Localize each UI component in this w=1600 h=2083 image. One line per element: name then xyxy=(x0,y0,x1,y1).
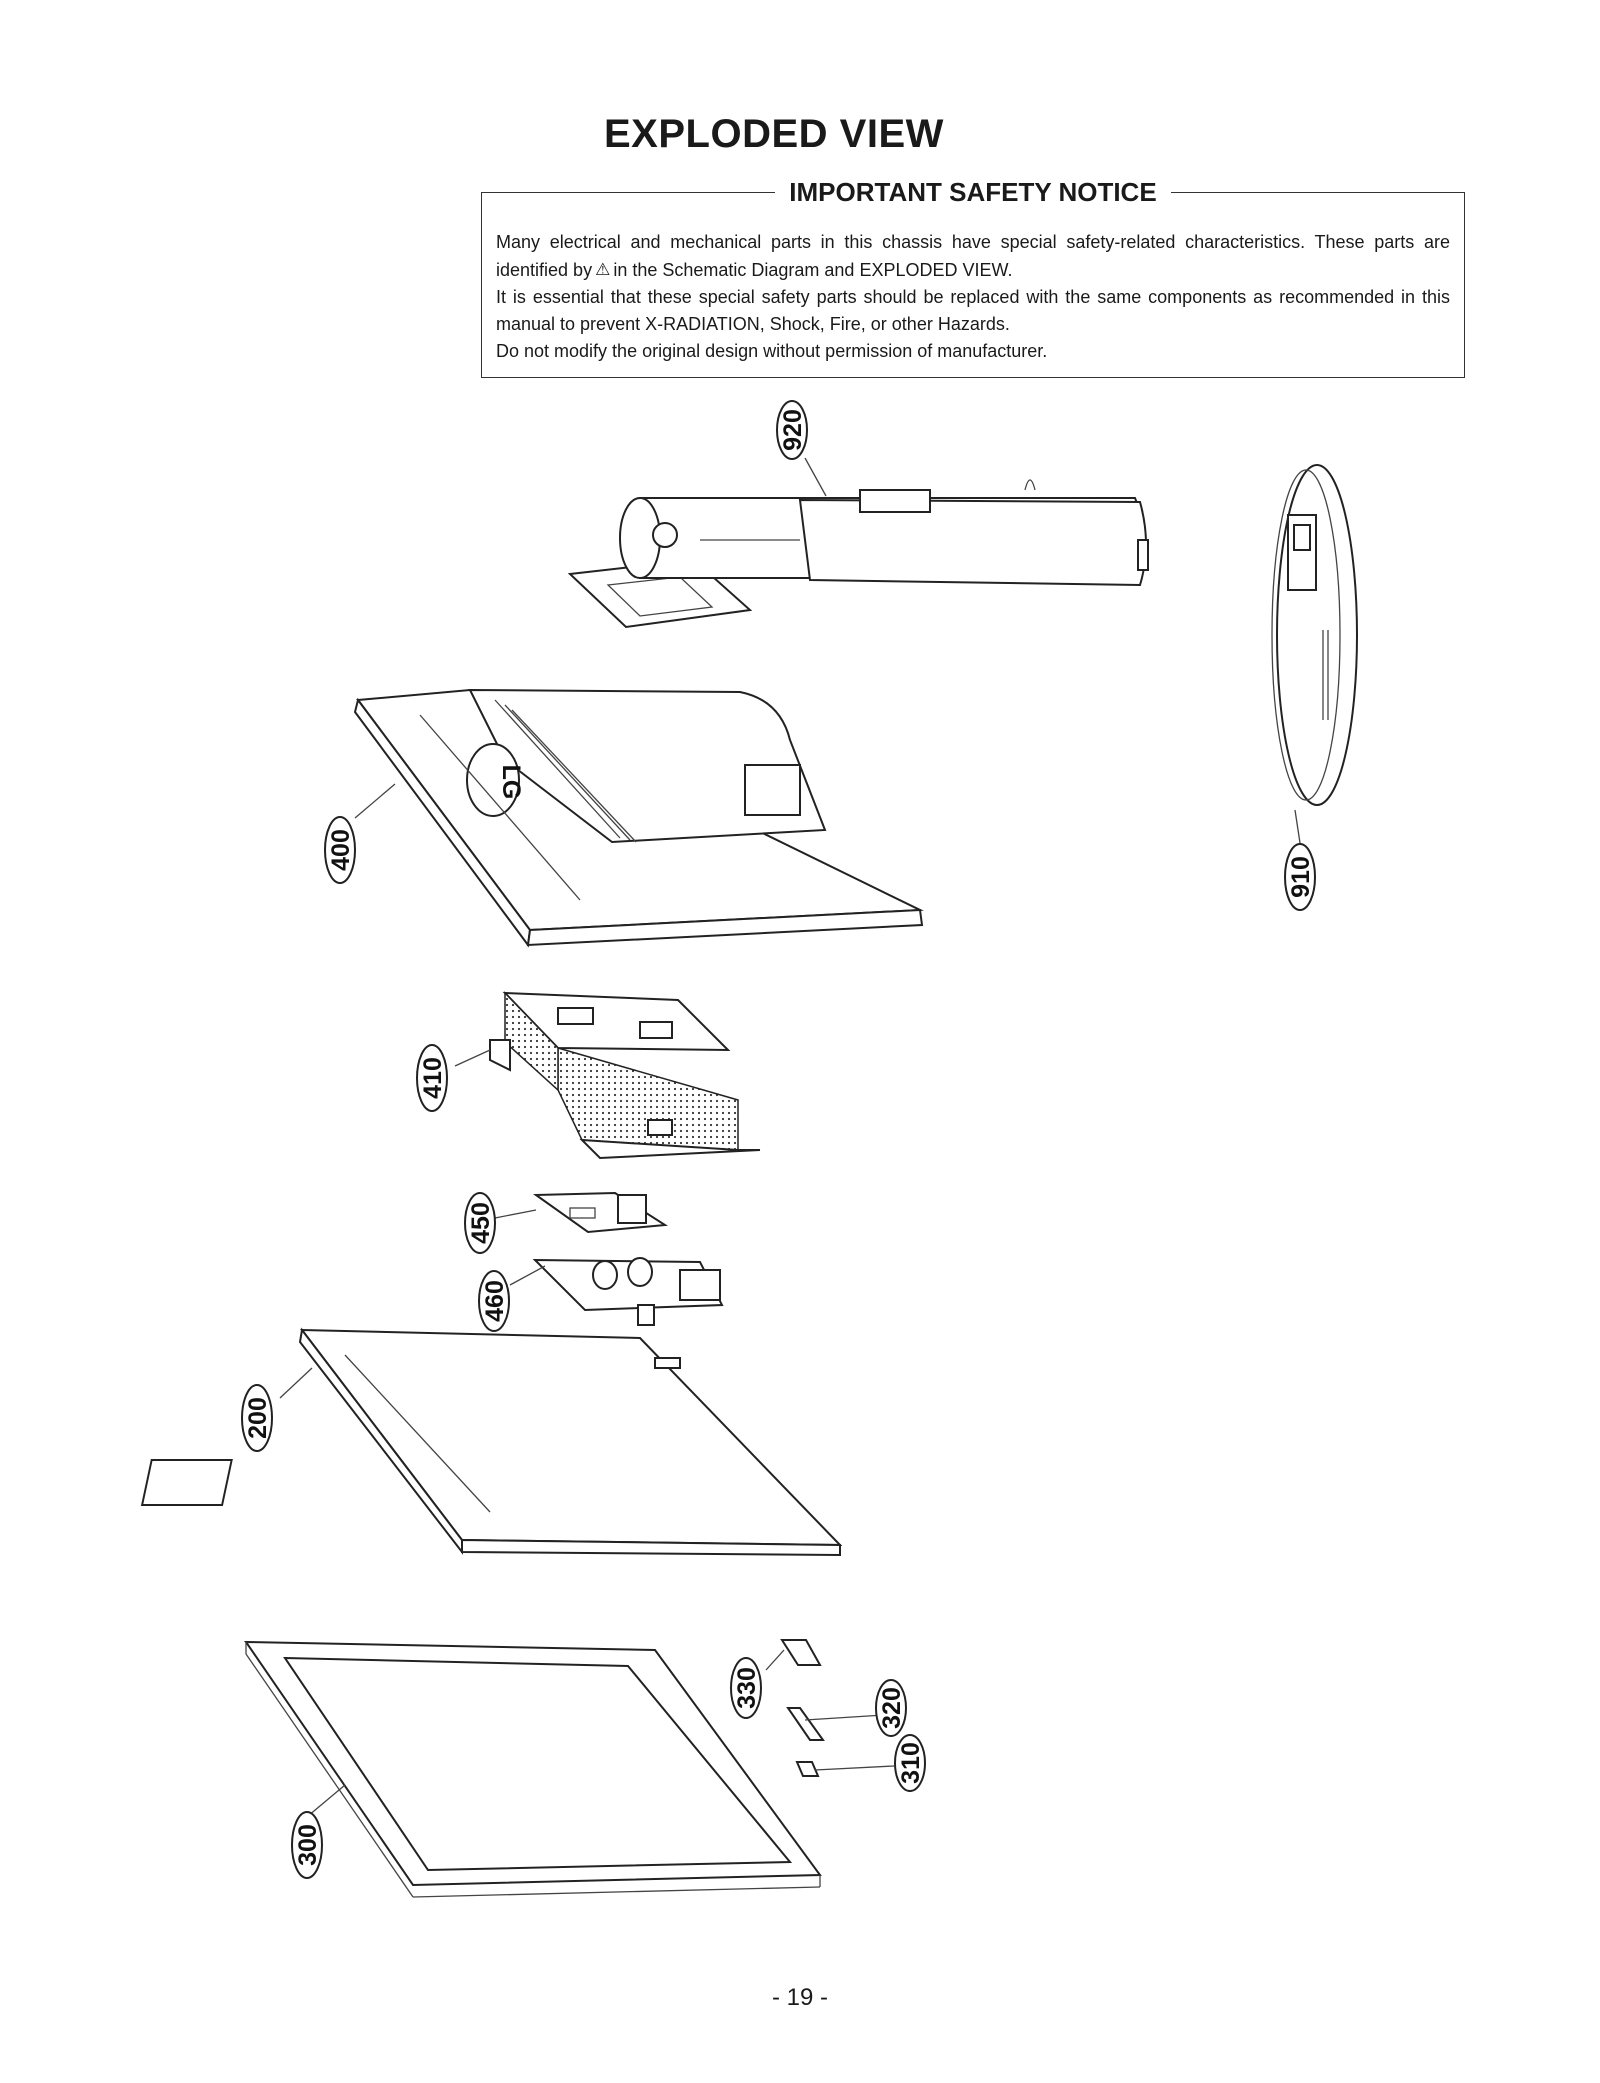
board-a-part xyxy=(532,1191,668,1234)
safety-notice-body: Many electrical and mechanical parts in … xyxy=(496,229,1450,365)
front-cabinet-part xyxy=(244,1640,822,1898)
callout-310-label: 310 xyxy=(897,1742,925,1784)
callout-460-label: 460 xyxy=(481,1280,509,1322)
callout-400: 400 xyxy=(324,816,356,884)
button-holder-part xyxy=(780,1639,822,1666)
callout-460: 460 xyxy=(478,1270,510,1332)
callout-200: 200 xyxy=(241,1384,273,1452)
warning-triangle-icon: ⚠ xyxy=(595,260,611,279)
callout-400-label: 400 xyxy=(327,829,355,871)
notice-line1-after: in the Schematic Diagram and EXPLODED VI… xyxy=(613,260,1013,280)
lcd-module-part xyxy=(140,1327,843,1557)
callout-920-label: 920 xyxy=(779,409,807,451)
callout-410: 410 xyxy=(416,1044,448,1112)
safety-notice-paragraph-2: It is essential that these special safet… xyxy=(496,287,1450,334)
safety-notice-heading-text: IMPORTANT SAFETY NOTICE xyxy=(775,177,1171,207)
safety-notice-paragraph-1: Many electrical and mechanical parts in … xyxy=(496,229,1450,284)
callout-310: 310 xyxy=(894,1734,926,1792)
callout-450-label: 450 xyxy=(467,1202,495,1244)
callout-910-label: 910 xyxy=(1287,856,1315,898)
safety-notice-paragraph-3: Do not modify the original design withou… xyxy=(496,341,1048,361)
stand-base-part xyxy=(1271,464,1358,806)
callout-450: 450 xyxy=(464,1192,496,1254)
callout-910: 910 xyxy=(1284,843,1316,911)
power-button-part xyxy=(795,1761,820,1777)
control-button-part xyxy=(786,1707,825,1741)
notice-line1-before: Many electrical and mechanical parts in … xyxy=(496,232,1450,280)
callout-320-label: 320 xyxy=(878,1687,906,1729)
back-cover-part: LG xyxy=(353,688,924,948)
callout-330-label: 330 xyxy=(733,1667,761,1709)
callout-300: 300 xyxy=(291,1811,323,1879)
callout-320: 320 xyxy=(875,1679,907,1737)
callout-410-label: 410 xyxy=(419,1057,447,1099)
safety-notice-box: IMPORTANT SAFETY NOTICE Many electrical … xyxy=(481,177,1465,378)
callout-330: 330 xyxy=(730,1657,762,1719)
stand-neck-part xyxy=(567,479,1149,629)
leader-lines xyxy=(279,457,1301,1817)
callout-300-label: 300 xyxy=(294,1824,322,1866)
shield-case-part xyxy=(489,991,761,1160)
callout-920: 920 xyxy=(776,400,808,460)
back-cover-logo: LG xyxy=(497,765,525,800)
callout-200-label: 200 xyxy=(244,1397,272,1439)
page-title: EXPLODED VIEW xyxy=(604,112,944,156)
safety-notice-heading: IMPORTANT SAFETY NOTICE xyxy=(482,177,1464,208)
page-number: - 19 - xyxy=(771,1984,828,2011)
board-b-part xyxy=(532,1257,724,1326)
